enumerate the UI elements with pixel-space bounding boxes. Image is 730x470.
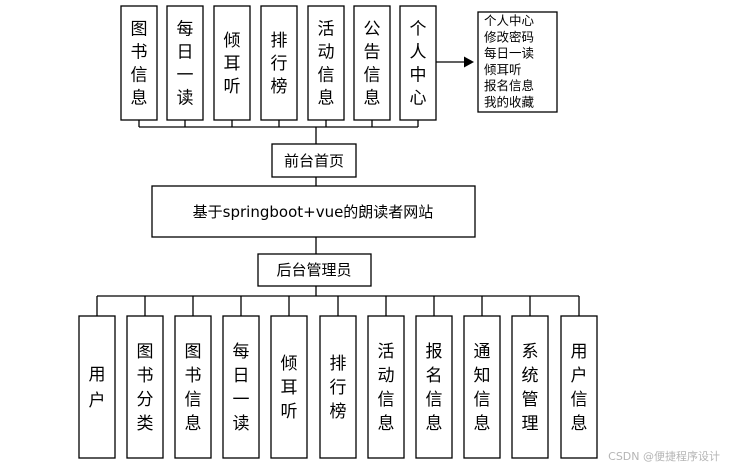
- bottom-module-label: 报名信息: [426, 342, 443, 434]
- top-module-box: [213, 5, 251, 121]
- personal-center-list-box: [477, 11, 558, 113]
- system-title-box: [151, 185, 476, 238]
- bottom-module-box: [511, 315, 549, 459]
- system-title: 基于springboot+vue的朗读者网站: [193, 203, 434, 221]
- bottom-module-label: 用户: [89, 365, 106, 411]
- bottom-module-box: [174, 315, 212, 459]
- top-module-box: [353, 5, 391, 121]
- front-home-label: 前台首页: [284, 152, 344, 170]
- bottom-module-label: 系统管理: [522, 342, 539, 434]
- top-module-label: 排行榜: [271, 31, 288, 97]
- bottom-module-label: 排行榜: [330, 354, 347, 422]
- top-module-label: 公告信息: [364, 20, 381, 109]
- personal-center-item: 我的收藏: [484, 95, 535, 110]
- personal-center-item: 每日一读: [484, 46, 534, 61]
- arrow-head-icon: [464, 56, 474, 68]
- bottom-module-box: [367, 315, 405, 459]
- bottom-module-box: [560, 315, 598, 459]
- bottom-module-label: 通知信息: [474, 342, 491, 434]
- top-module-label: 每日一读: [177, 20, 194, 109]
- admin-box: [257, 253, 372, 287]
- top-module-label: 倾耳听: [224, 31, 241, 97]
- bottom-module-box: [463, 315, 501, 459]
- bottom-module-label: 图书信息: [185, 342, 202, 434]
- bottom-module-box: [78, 315, 116, 459]
- admin-label: 后台管理员: [276, 261, 351, 279]
- bottom-module-box: [415, 315, 453, 459]
- bottom-module-label: 活动信息: [378, 342, 395, 434]
- bottom-module-label: 倾耳听: [281, 354, 298, 422]
- bottom-module-box: [126, 315, 164, 459]
- top-module-box: [399, 5, 437, 121]
- watermark: CSDN @便捷程序设计: [608, 450, 720, 463]
- bottom-module-label: 每日一读: [233, 342, 250, 434]
- front-home-box: [271, 143, 357, 178]
- personal-center-item: 修改密码: [484, 29, 534, 44]
- bottom-module-box: [270, 315, 308, 459]
- top-module-label: 个人中心: [410, 20, 427, 109]
- top-module-label: 活动信息: [318, 20, 335, 109]
- bottom-module-box: [319, 315, 357, 459]
- top-module-box: [166, 5, 204, 121]
- personal-center-item: 倾耳听: [484, 62, 522, 77]
- top-module-label: 图书信息: [131, 20, 148, 109]
- personal-center-item: 个人中心: [484, 13, 535, 28]
- bottom-module-label: 用户信息: [571, 342, 588, 434]
- bottom-module-box: [222, 315, 260, 459]
- bottom-module-label: 图书分类: [137, 342, 154, 434]
- personal-center-item: 报名信息: [484, 78, 534, 93]
- top-module-box: [120, 5, 158, 121]
